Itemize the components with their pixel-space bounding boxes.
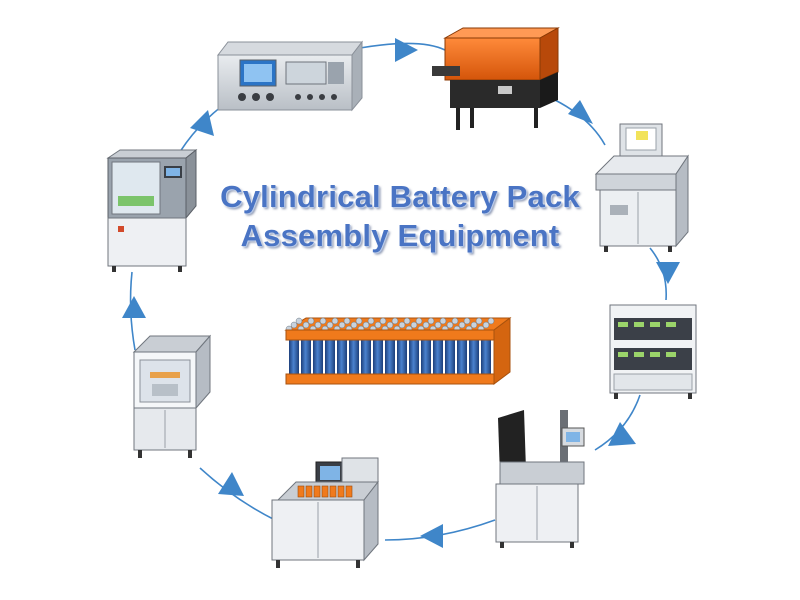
cell-tester-machine-icon bbox=[216, 40, 364, 112]
battery-cell bbox=[313, 338, 323, 378]
battery-cell-top bbox=[398, 321, 406, 329]
battery-cell-top bbox=[487, 317, 495, 325]
battery-cell bbox=[481, 338, 491, 378]
battery-cell-top bbox=[403, 317, 411, 325]
battery-cell-top bbox=[427, 317, 435, 325]
battery-cell bbox=[349, 338, 359, 378]
battery-cell-top bbox=[343, 317, 351, 325]
battery-cell bbox=[373, 338, 383, 378]
battery-cell bbox=[337, 338, 347, 378]
arrow-icon bbox=[122, 296, 146, 318]
battery-cell bbox=[445, 338, 455, 378]
battery-cell-top bbox=[374, 321, 382, 329]
battery-cell-top bbox=[290, 321, 298, 329]
battery-cell-top bbox=[331, 317, 339, 325]
battery-cell bbox=[469, 338, 479, 378]
battery-cell bbox=[385, 338, 395, 378]
battery-cell bbox=[397, 338, 407, 378]
arrow-icon bbox=[420, 524, 443, 548]
battery-cell-top bbox=[439, 317, 447, 325]
arrow-icon bbox=[656, 262, 680, 284]
arrow-icon bbox=[568, 100, 593, 124]
capacity-grading-cabinet-icon bbox=[609, 304, 697, 399]
battery-cell bbox=[289, 338, 299, 378]
battery-cell-top bbox=[307, 317, 315, 325]
battery-cell-top bbox=[355, 317, 363, 325]
battery-cell-top bbox=[314, 321, 322, 329]
arrow-icon bbox=[395, 38, 418, 62]
battery-cell-top bbox=[434, 321, 442, 329]
battery-cell-top bbox=[482, 321, 490, 329]
battery-cell-top bbox=[475, 317, 483, 325]
battery-cell bbox=[421, 338, 431, 378]
battery-cell-top bbox=[386, 321, 394, 329]
battery-cell bbox=[409, 338, 419, 378]
arrow-icon bbox=[218, 472, 244, 496]
automatic-assembly-machine-icon bbox=[132, 334, 212, 458]
battery-cell-top bbox=[463, 317, 471, 325]
battery-cell-top bbox=[451, 317, 459, 325]
flow-arrows bbox=[122, 38, 680, 548]
arrow-icon bbox=[190, 110, 214, 136]
battery-cell-top bbox=[326, 321, 334, 329]
battery-cell-top bbox=[446, 321, 454, 329]
shrink-wrap-machine-icon bbox=[432, 27, 560, 130]
battery-cell-top bbox=[391, 317, 399, 325]
battery-cell-top bbox=[379, 317, 387, 325]
battery-cell bbox=[457, 338, 467, 378]
battery-cell-top bbox=[302, 321, 310, 329]
sorting-console-machine-icon bbox=[594, 123, 689, 252]
battery-cell bbox=[361, 338, 371, 378]
battery-cell-top bbox=[367, 317, 375, 325]
battery-sorting-machine-icon bbox=[271, 457, 380, 568]
diagram-title-line-2: Assembly Equipment bbox=[240, 218, 560, 253]
battery-cell-top bbox=[338, 321, 346, 329]
battery-cell-top bbox=[319, 317, 327, 325]
battery-cell-top bbox=[410, 321, 418, 329]
battery-cell bbox=[433, 338, 443, 378]
battery-cell-top bbox=[362, 321, 370, 329]
arrow-icon bbox=[608, 422, 636, 446]
battery-cell-top bbox=[295, 317, 303, 325]
spot-welding-machine-icon bbox=[495, 410, 585, 548]
battery-cell-top bbox=[415, 317, 423, 325]
cell-loading-machine-icon bbox=[106, 148, 198, 272]
battery-cell-top bbox=[458, 321, 466, 329]
diagram-title-line-1: Cylindrical Battery Pack bbox=[220, 179, 580, 214]
battery-cell bbox=[325, 338, 335, 378]
battery-pack-image bbox=[284, 317, 512, 385]
battery-cell-top bbox=[350, 321, 358, 329]
battery-cell-top bbox=[470, 321, 478, 329]
battery-cell bbox=[301, 338, 311, 378]
battery-cell-top bbox=[422, 321, 430, 329]
